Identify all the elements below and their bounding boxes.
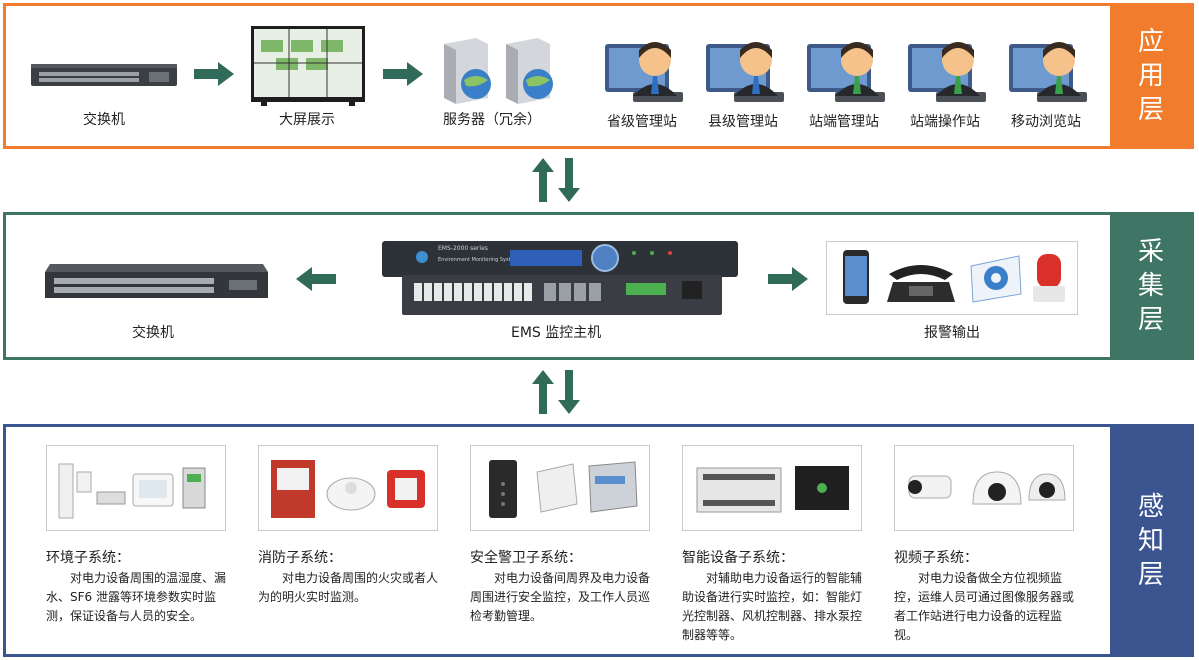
application-layer-title: 应用层 bbox=[1137, 27, 1166, 125]
user-workstation-icon bbox=[605, 42, 683, 102]
collection-layer-side: 采集层 bbox=[1110, 212, 1194, 360]
access-control-devices-icon bbox=[489, 460, 638, 518]
ems-ports bbox=[414, 283, 534, 301]
subsystem-description: 对电力设备周围的火灾或者人为的明火实时监测。 bbox=[258, 571, 439, 604]
ems-led-icon bbox=[650, 251, 654, 255]
station-label: 站端操作站 bbox=[910, 114, 980, 130]
environment-sensors-icon bbox=[58, 463, 206, 519]
video-subsystem-card bbox=[894, 445, 1074, 531]
subsystem-title: 智能设备子系统： bbox=[682, 550, 794, 566]
switch-icon bbox=[45, 264, 268, 298]
ems-navigation-dial bbox=[591, 244, 619, 272]
video-wall-icon bbox=[251, 26, 365, 106]
user-workstation-icon bbox=[807, 42, 885, 102]
security-subsystem-card bbox=[470, 445, 650, 531]
surveillance-cameras-icon bbox=[908, 471, 1066, 505]
smart-device-subsystem-card bbox=[682, 445, 862, 531]
arrow-left-icon bbox=[296, 267, 336, 291]
station-label: 县级管理站 bbox=[708, 114, 778, 130]
ems-led-icon bbox=[632, 251, 636, 255]
ems-logo-icon bbox=[416, 251, 428, 263]
telephone-icon bbox=[887, 265, 955, 302]
ems-host-device: EMS-2000 series Environment Monitoring S… bbox=[382, 241, 738, 317]
bidirectional-arrow-icon bbox=[532, 370, 580, 414]
application-layer-side: 应用层 bbox=[1110, 3, 1194, 149]
ems-front-panel: EMS-2000 series Environment Monitoring S… bbox=[382, 241, 738, 277]
ems-model-text: EMS-2000 series bbox=[438, 245, 488, 252]
subsystem-title: 消防子系统： bbox=[258, 550, 342, 566]
ems-host-label: EMS 监控主机 bbox=[511, 325, 602, 341]
app-switch-label: 交换机 bbox=[83, 112, 125, 128]
arrow-right-icon bbox=[194, 62, 234, 86]
alarm-output-label: 报警输出 bbox=[924, 325, 980, 341]
station-label: 移动浏览站 bbox=[1011, 114, 1081, 130]
user-workstation-icon bbox=[908, 42, 986, 102]
station-label: 站端管理站 bbox=[809, 114, 879, 130]
ems-power-socket bbox=[682, 281, 702, 299]
ems-display bbox=[510, 250, 582, 266]
email-icon bbox=[970, 255, 1022, 303]
subsystem-description: 对电力设备周围的温湿度、漏水、SF6 泄露等环境参数实时监测，保证设备与人员的安… bbox=[46, 571, 227, 623]
perception-layer-side: 感知层 bbox=[1110, 424, 1194, 657]
subsystem-description: 对电力设备做全方位视频监控，运维人员可通过图像服务器或者工作站进行电力设备的远程… bbox=[894, 571, 1075, 642]
subsystem-title: 视频子系统： bbox=[894, 550, 978, 566]
station-group: 省级管理站 县级管理站 站端管理站 站端操作站 移动浏览 bbox=[603, 36, 1123, 136]
col-switch-label: 交换机 bbox=[132, 325, 174, 341]
fire-subsystem-card bbox=[258, 445, 438, 531]
subsystem-description: 对电力设备间周界及电力设备周围进行安全监控，及工作人员巡检考勤管理。 bbox=[470, 571, 651, 623]
server-icon bbox=[444, 38, 553, 104]
collection-layer-title: 采集层 bbox=[1137, 237, 1166, 335]
ems-rear-panel bbox=[402, 275, 722, 315]
ems-led-icon bbox=[668, 251, 672, 255]
perception-layer: 感知层 环境子系统： 对电力设备周围的温湿度、漏水、SF6 泄露等环境参数实时监… bbox=[3, 424, 1194, 657]
subsystem-title: 安全警卫子系统： bbox=[470, 550, 582, 566]
alarm-output-box bbox=[826, 241, 1078, 315]
subsystem-title: 环境子系统： bbox=[46, 550, 130, 566]
application-layer: 应用层 交换机 大屏展示 bbox=[3, 3, 1194, 149]
smartphone-icon bbox=[843, 250, 869, 304]
user-workstation-icon bbox=[1009, 42, 1087, 102]
app-server-label: 服务器（冗余） bbox=[443, 112, 541, 128]
subsystem-description: 对辅助电力设备运行的智能辅助设备进行实时监控，如：智能灯光控制器、风机控制器、排… bbox=[682, 571, 863, 642]
fire-alarm-devices-icon bbox=[271, 460, 425, 518]
siren-icon bbox=[1033, 254, 1065, 302]
collection-layer: 采集层 交换机 EMS-2000 series Environment Moni… bbox=[3, 212, 1194, 360]
perception-layer-title: 感知层 bbox=[1137, 491, 1166, 590]
ems-subtitle-text: Environment Monitoring System bbox=[438, 257, 519, 263]
app-screen-label: 大屏展示 bbox=[279, 112, 335, 128]
arrow-right-icon bbox=[768, 267, 808, 291]
environment-subsystem-card bbox=[46, 445, 226, 531]
smart-controller-icon bbox=[696, 466, 849, 513]
ems-serial-ports bbox=[544, 283, 604, 301]
switch-icon bbox=[31, 64, 177, 86]
ems-terminal-block bbox=[626, 283, 666, 295]
arrow-right-icon bbox=[383, 62, 423, 86]
station-label: 省级管理站 bbox=[607, 114, 677, 130]
bidirectional-arrow-icon bbox=[532, 158, 580, 202]
user-workstation-icon bbox=[706, 42, 784, 102]
